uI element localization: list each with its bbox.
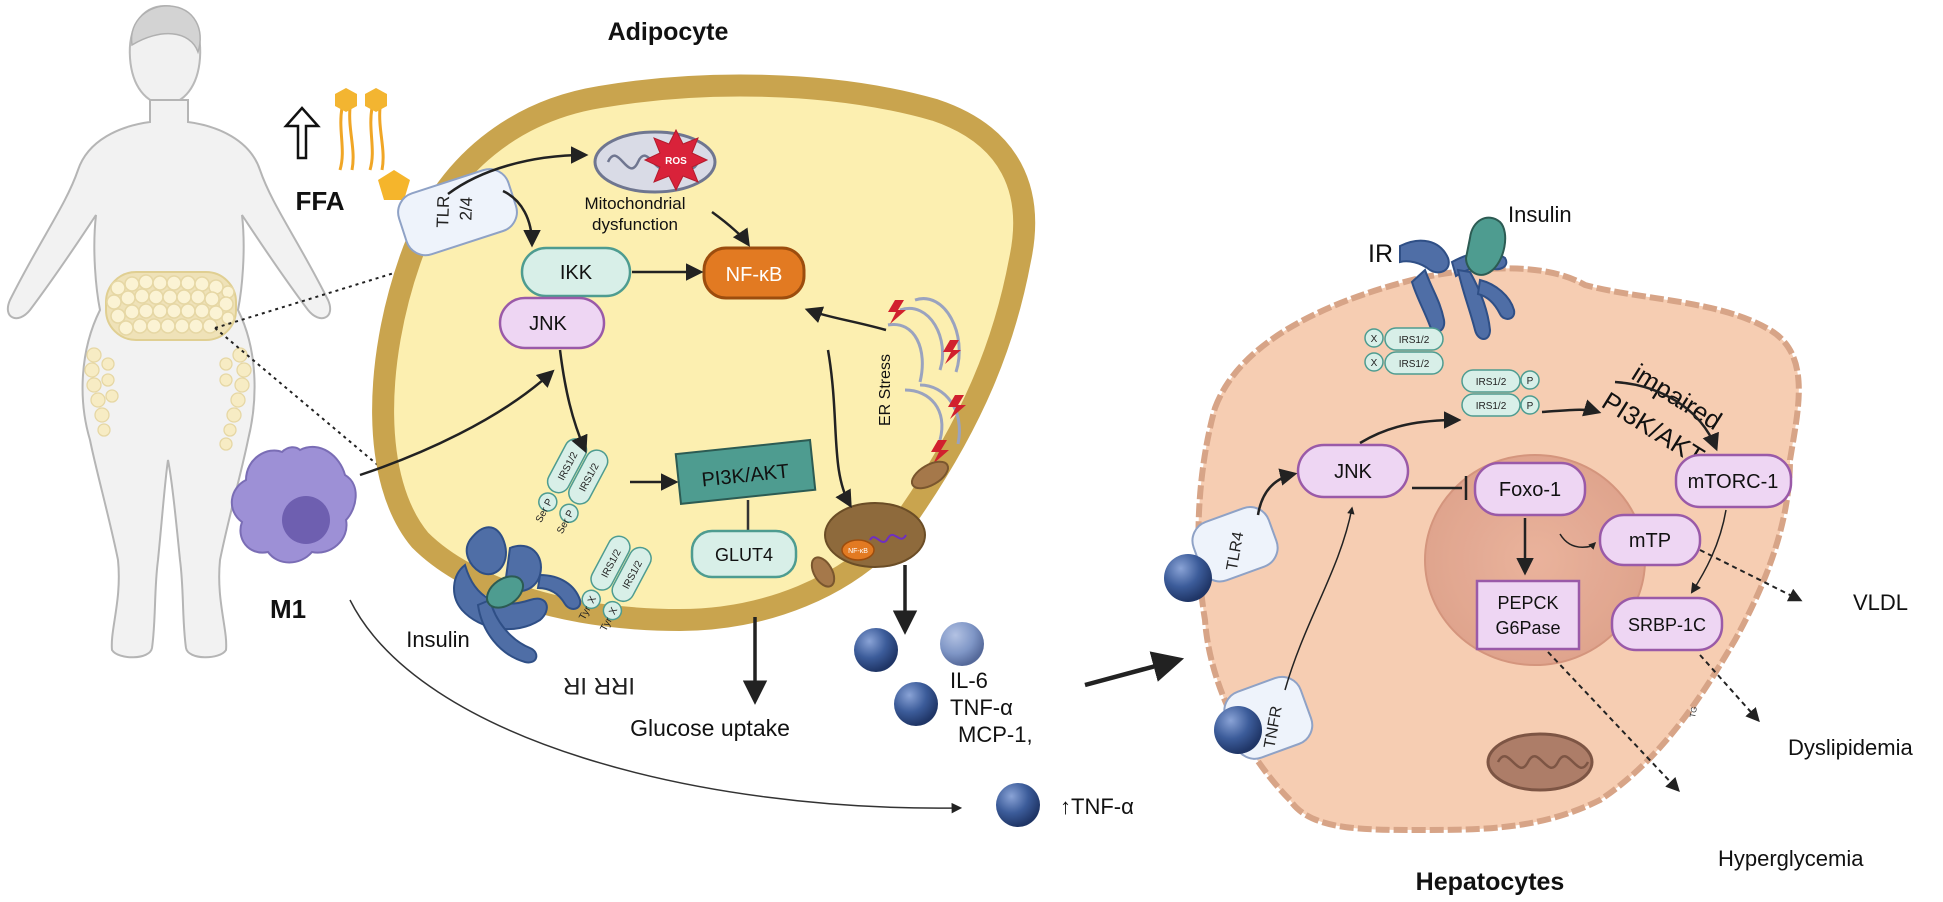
zoom-line-top	[214, 261, 431, 329]
ros-label: ROS	[665, 156, 687, 167]
svg-text:X: X	[586, 594, 599, 605]
increase-arrow-icon	[283, 106, 321, 160]
adipocyte-title: Adipocyte	[608, 18, 729, 46]
adipocyte-cell	[372, 74, 1036, 632]
svg-text:IRS1/2: IRS1/2	[1476, 377, 1507, 388]
g6pase-label: G6Pase	[1495, 618, 1560, 638]
vldl-label: VLDL	[1853, 590, 1908, 615]
mito-label-line2: dysfunction	[592, 215, 678, 234]
irr-ir-label: IRR IR	[563, 672, 635, 699]
ikk-label: IKK	[560, 262, 593, 284]
svg-text:P: P	[543, 497, 556, 508]
adipocyte-arrows	[359, 146, 887, 509]
fatty-acid-head-icon	[335, 88, 357, 112]
svg-text:IRS1/2: IRS1/2	[1399, 335, 1430, 346]
mito-label-line1: Mitochondrial	[584, 194, 685, 213]
up-tnfa-label: ↑TNF-α	[1060, 794, 1134, 819]
dna-icon	[869, 533, 907, 543]
srbp1c-node	[1610, 596, 1724, 652]
mcp1-label: MCP-1,	[958, 722, 1033, 747]
hepatocyte-jnk-label: JNK	[1334, 461, 1372, 483]
hyperglycemia-label: Hyperglycemia	[1718, 846, 1864, 871]
tlr-2-4-receptor: TLR 2/4	[397, 168, 518, 257]
ros-burst-icon	[643, 128, 709, 192]
er-stress-lightning-icon	[888, 300, 966, 464]
ffa-pentagon-icon	[378, 170, 410, 200]
adipocyte-insulin-receptor	[453, 526, 582, 664]
hepatocyte-insulin-label: Insulin	[1508, 202, 1572, 227]
nfkb-label: NF-κB	[726, 264, 783, 286]
er-stress-label: ER Stress	[877, 354, 894, 426]
pepck-g6pase-node	[1475, 579, 1581, 651]
cytokine-ball	[854, 628, 898, 672]
hepatocytes-title: Hepatocytes	[1416, 868, 1565, 896]
ffa-label: FFA	[295, 186, 344, 216]
foxo1-node	[1473, 461, 1587, 517]
obese-person-illustration	[7, 4, 331, 659]
tnfa-ball	[996, 783, 1040, 827]
adipocyte-insulin-label: Insulin	[406, 627, 470, 652]
svg-text:IRS1/2: IRS1/2	[1399, 359, 1430, 370]
m1-macrophage-icon	[231, 445, 357, 564]
il6-label: IL-6	[950, 668, 988, 693]
hepatocyte-irs-p-group: IRS1/2 IRS1/2 P P	[1461, 369, 1540, 417]
hepatocyte-irs-x-group: IRS1/2 IRS1/2 X X	[1364, 327, 1444, 375]
nfkb-small-icon	[841, 539, 875, 561]
glucose-uptake-label: Glucose uptake	[630, 715, 790, 741]
foxo1-label: Foxo-1	[1499, 479, 1561, 501]
tnfa-label: TNF-α	[950, 695, 1013, 720]
tnfr-ligand-ball	[1214, 706, 1262, 754]
irs-tyr-group: IRS1/2 IRS1/2 X X Tyr Tyr	[577, 535, 652, 633]
cytokine-to-liver-arrow	[1084, 651, 1185, 688]
cytokine-ball	[940, 622, 984, 666]
er-stress-icon	[887, 297, 961, 445]
fatty-acid-head-icon	[365, 88, 387, 112]
hepatocyte-dashed-arrows	[1547, 549, 1803, 793]
svg-text:P: P	[1527, 401, 1534, 412]
mtorc1-label: mTORC-1	[1688, 471, 1779, 493]
tlr-label-line1: TLR	[433, 195, 453, 228]
cytokine-ball	[894, 682, 938, 726]
svg-text:X: X	[1371, 334, 1378, 345]
adipocyte-insulin-molecule	[485, 575, 525, 609]
fatty-acid-icon	[338, 107, 385, 171]
tlr4-label: TLR4	[1224, 530, 1248, 572]
pepck-label: PEPCK	[1497, 593, 1558, 613]
glut4-node	[690, 529, 798, 579]
mtorc1-node	[1674, 453, 1793, 509]
nfkb-small-label: NF-κB	[848, 548, 868, 555]
svg-text:IRS1/2: IRS1/2	[1476, 401, 1507, 412]
tg-label: TG	[1688, 706, 1699, 719]
svg-text:X: X	[607, 605, 620, 616]
hepatocyte-ir-label: IR	[1368, 240, 1393, 268]
hepatocyte-jnk-node	[1296, 443, 1410, 499]
small-mitochondria-icon	[810, 556, 836, 588]
m1-label: M1	[270, 594, 306, 624]
svg-text:X: X	[1371, 358, 1378, 369]
glut4-label: GLUT4	[715, 545, 773, 565]
tlr-label-line2: 2/4	[456, 197, 476, 221]
srbp1c-label: SRBP-1C	[1628, 615, 1706, 635]
hepatocyte-insulin-molecule	[1464, 216, 1507, 276]
small-mitochondria-icon	[910, 460, 950, 490]
adipocyte-jnk-node	[498, 296, 606, 350]
adipocyte-jnk-label: JNK	[529, 313, 567, 335]
hepatocyte-mitochondria-icon	[1486, 732, 1594, 792]
tlr4-ligand-ball	[1164, 554, 1212, 602]
svg-text:P: P	[1527, 376, 1534, 387]
ikk-node	[520, 246, 632, 298]
m1-to-tnfa-arrow	[349, 599, 963, 814]
nfkb-node	[702, 246, 806, 300]
adipocyte-nucleus	[824, 502, 926, 568]
svg-text:P: P	[564, 508, 577, 519]
mtp-label: mTP	[1629, 530, 1671, 552]
dyslipidemia-label: Dyslipidemia	[1788, 735, 1913, 760]
